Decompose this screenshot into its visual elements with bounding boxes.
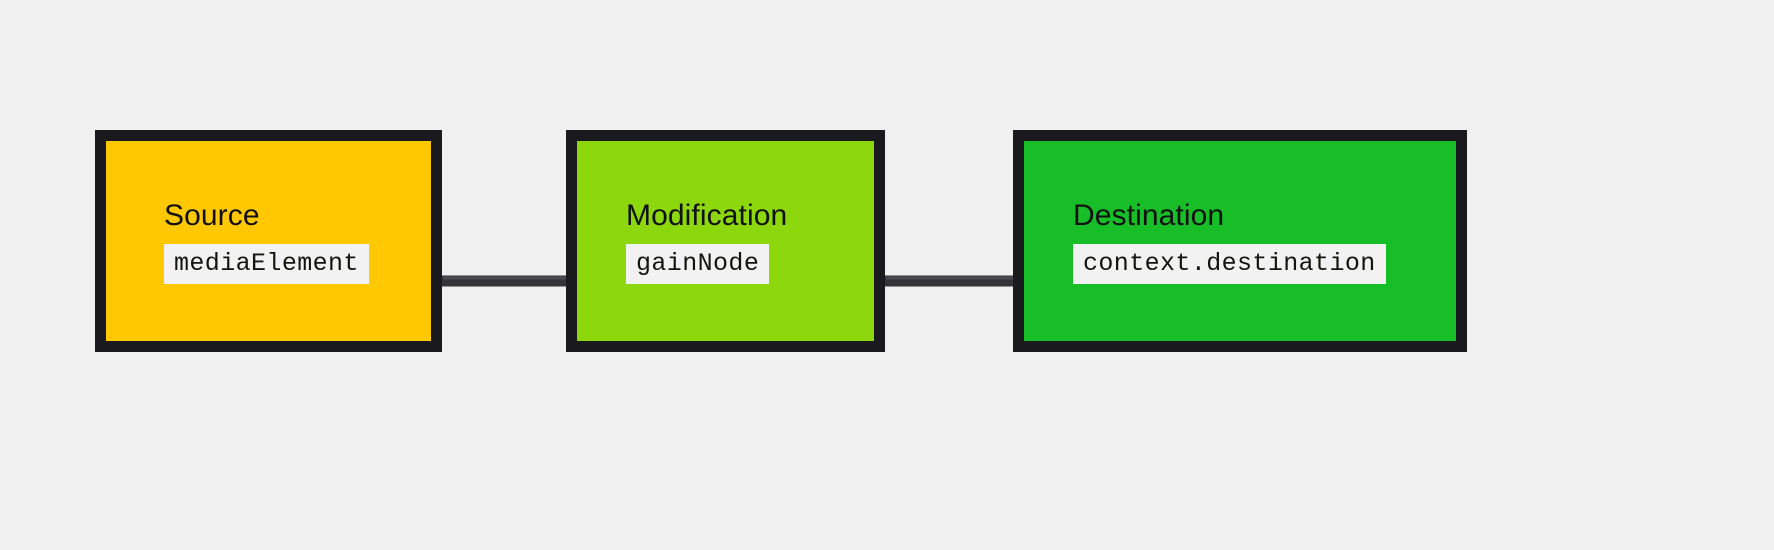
node-modification-title: Modification [626, 198, 788, 232]
node-source-code: mediaElement [164, 243, 369, 284]
node-destination-code: context.destination [1073, 243, 1386, 284]
node-modification-code: gainNode [626, 243, 770, 284]
node-modification-content: Modification gainNode [577, 199, 874, 284]
node-source-title: Source [164, 198, 260, 232]
node-modification[interactable]: Modification gainNode [566, 130, 885, 352]
node-source[interactable]: Source mediaElement [95, 130, 442, 352]
node-source-content: Source mediaElement [106, 199, 431, 284]
node-destination[interactable]: Destination context.destination [1013, 130, 1467, 352]
node-destination-title: Destination [1073, 198, 1225, 232]
node-destination-content: Destination context.destination [1024, 199, 1456, 284]
